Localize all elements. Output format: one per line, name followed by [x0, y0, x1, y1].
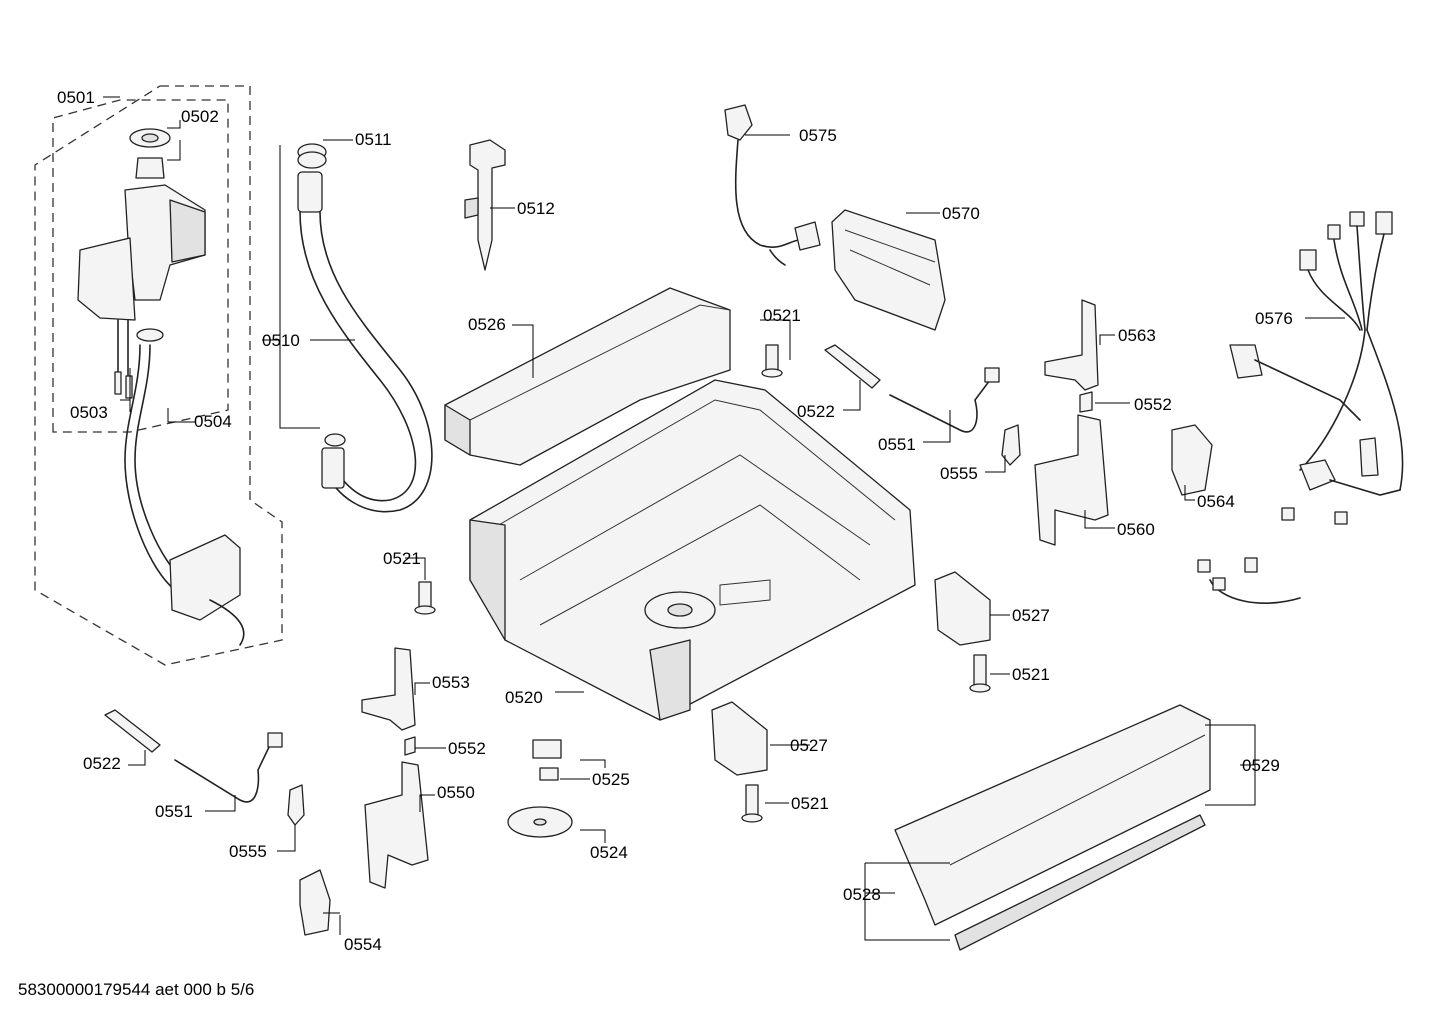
label-0502: 0502: [181, 107, 219, 126]
label-0520: 0520: [505, 688, 543, 707]
label-0553: 0553: [432, 673, 470, 692]
part-0525: [532, 739, 562, 781]
power-cord-0575-part: [724, 104, 821, 266]
label-0551-b: 0551: [155, 802, 193, 821]
clip-0552-parts: [404, 391, 1093, 756]
screw-0521-parts: [414, 344, 991, 823]
water-valve-part: [77, 128, 206, 399]
label-0503: 0503: [70, 403, 108, 422]
label-0552-a: 0552: [1134, 395, 1172, 414]
label-0576: 0576: [1255, 309, 1293, 328]
drawing-id-footer: 58300000179544 aet 000 b 5/6: [18, 980, 255, 999]
label-0526: 0526: [468, 315, 506, 334]
label-0512: 0512: [517, 199, 555, 218]
label-0510: 0510: [262, 331, 300, 350]
label-0501: 0501: [57, 88, 95, 107]
label-0527-b: 0527: [790, 736, 828, 755]
cable-0551-parts: [174, 367, 1000, 803]
label-0511: 0511: [355, 130, 392, 149]
label-0522-a: 0522: [797, 402, 835, 421]
spring-0522-parts: [104, 344, 881, 753]
cover-0526-part: [444, 287, 731, 466]
inlet-hose-part: [124, 344, 245, 646]
bracket-0553-part: [361, 647, 416, 731]
label-0504: 0504: [194, 412, 232, 431]
wiring-harness-0576-part: [1197, 211, 1404, 604]
label-0521-c: 0521: [1012, 665, 1050, 684]
label-0529: 0529: [1242, 756, 1280, 775]
control-module-0570-part: [831, 209, 946, 331]
part-0564: [1171, 424, 1213, 496]
bracket-0563-part: [1044, 299, 1099, 391]
base-tub-0520-part: [469, 379, 916, 721]
label-0555-b: 0555: [229, 842, 267, 861]
label-0522-b: 0522: [83, 754, 121, 773]
label-0555-a: 0555: [940, 464, 978, 483]
label-0524: 0524: [590, 843, 628, 862]
label-0575: 0575: [799, 126, 837, 145]
bracket-0550-part: [364, 761, 429, 889]
label-0570: 0570: [942, 204, 980, 223]
label-0563: 0563: [1118, 326, 1156, 345]
foot-0527-parts: [711, 571, 991, 776]
label-0528: 0528: [843, 885, 881, 904]
label-0552-b: 0552: [448, 739, 486, 758]
kickplate-0528-part: [894, 704, 1211, 951]
clip-0555-parts: [287, 424, 1021, 826]
label-0560: 0560: [1117, 520, 1155, 539]
bracket-0512-part: [464, 139, 506, 271]
label-0554: 0554: [344, 935, 382, 954]
drain-hose-part: [297, 143, 433, 513]
bracket-0560-part: [1034, 414, 1109, 546]
disc-0524-part: [507, 806, 573, 838]
label-0551-a: 0551: [878, 435, 916, 454]
assembly-outline-0501: [34, 85, 283, 666]
part-labels: 0501 0502 0503 0504 0510 0511 0512 0520 …: [57, 88, 1293, 954]
label-0521-a: 0521: [763, 306, 801, 325]
label-0525: 0525: [592, 770, 630, 789]
label-0521-d: 0521: [791, 794, 829, 813]
label-0564: 0564: [1197, 492, 1235, 511]
leader-lines: [103, 96, 1345, 941]
label-0527-a: 0527: [1012, 606, 1050, 625]
label-0550: 0550: [437, 783, 475, 802]
label-0521-b: 0521: [383, 549, 421, 568]
cap-0554-part: [299, 869, 331, 936]
